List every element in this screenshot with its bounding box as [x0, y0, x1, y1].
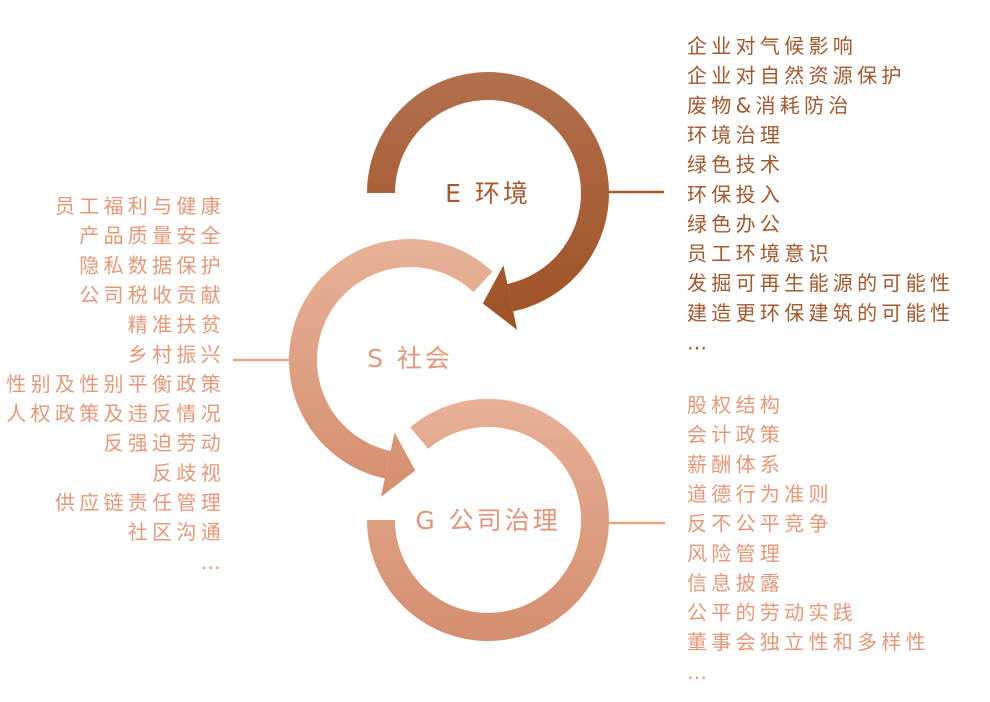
social-arrow [289, 239, 493, 497]
governance-topic-item: 董事会独立性和多样性 [687, 630, 930, 654]
governance-topic-item: 股权结构 [687, 393, 784, 417]
social-topic-item: 人权政策及违反情况 [6, 402, 225, 426]
social-topic-item: 乡村振兴 [128, 342, 225, 366]
social-topic-item: 社区沟通 [128, 520, 225, 544]
environment-topic-item: … [687, 331, 711, 355]
social-topic-item: 公司税收贡献 [79, 283, 225, 307]
governance-topic-item: … [687, 660, 711, 684]
governance-label: G 公司治理 [415, 506, 560, 535]
social-topic-item: 员工福利与健康 [55, 194, 225, 218]
governance-topic-item: 反不公平竞争 [687, 512, 833, 536]
social-label: S 社会 [367, 344, 453, 373]
environment-topic-item: 环境治理 [687, 123, 784, 147]
social-topic-list: 员工福利与健康产品质量安全隐私数据保护公司税收贡献精准扶贫乡村振兴性别及性别平衡… [6, 194, 226, 574]
governance-ring [367, 398, 609, 641]
environment-topic-item: 建造更环保建筑的可能性 [687, 301, 954, 325]
governance-topic-list: 股权结构会计政策薪酬体系道德行为准则反不公平竞争风险管理信息披露公平的劳动实践董… [687, 393, 930, 684]
governance-topic-item: 公平的劳动实践 [687, 601, 857, 625]
environment-topic-item: 废物&消耗防治 [687, 93, 853, 117]
environment-topic-item: 环保投入 [687, 182, 784, 206]
social-topic-item: 性别及性别平衡政策 [6, 372, 225, 396]
social-topic-item: 精准扶贫 [128, 313, 225, 337]
social-topic-item: 隐私数据保护 [79, 253, 225, 277]
environment-arrow [367, 72, 609, 330]
environment-topic-list: 企业对气候影响企业对自然资源保护废物&消耗防治环境治理绿色技术环保投入绿色办公员… [687, 34, 954, 355]
social-topic-item: 反歧视 [152, 461, 225, 485]
environment-topic-item: 绿色技术 [687, 153, 784, 177]
governance-topic-item: 会计政策 [687, 423, 784, 447]
environment-topic-item: 发掘可再生能源的可能性 [687, 271, 954, 295]
social-topic-item: 产品质量安全 [79, 224, 225, 248]
governance-topic-item: 薪酬体系 [687, 452, 784, 476]
environment-arrowhead [482, 265, 518, 330]
environment-topic-item: 企业对气候影响 [687, 34, 857, 58]
social-topic-item: 供应链责任管理 [55, 491, 225, 515]
environment-label: E 环境 [445, 179, 531, 208]
environment-topic-item: 绿色办公 [687, 212, 784, 236]
environment-topic-item: 企业对自然资源保护 [687, 64, 906, 88]
governance-topic-item: 风险管理 [687, 541, 784, 565]
governance-topic-item: 道德行为准则 [687, 482, 833, 506]
social-topic-item: 反强迫劳动 [104, 431, 226, 455]
social-topic-item: … [201, 550, 225, 574]
environment-topic-item: 员工环境意识 [687, 242, 833, 266]
governance-topic-item: 信息披露 [687, 571, 784, 595]
social-arrowhead [380, 432, 416, 497]
